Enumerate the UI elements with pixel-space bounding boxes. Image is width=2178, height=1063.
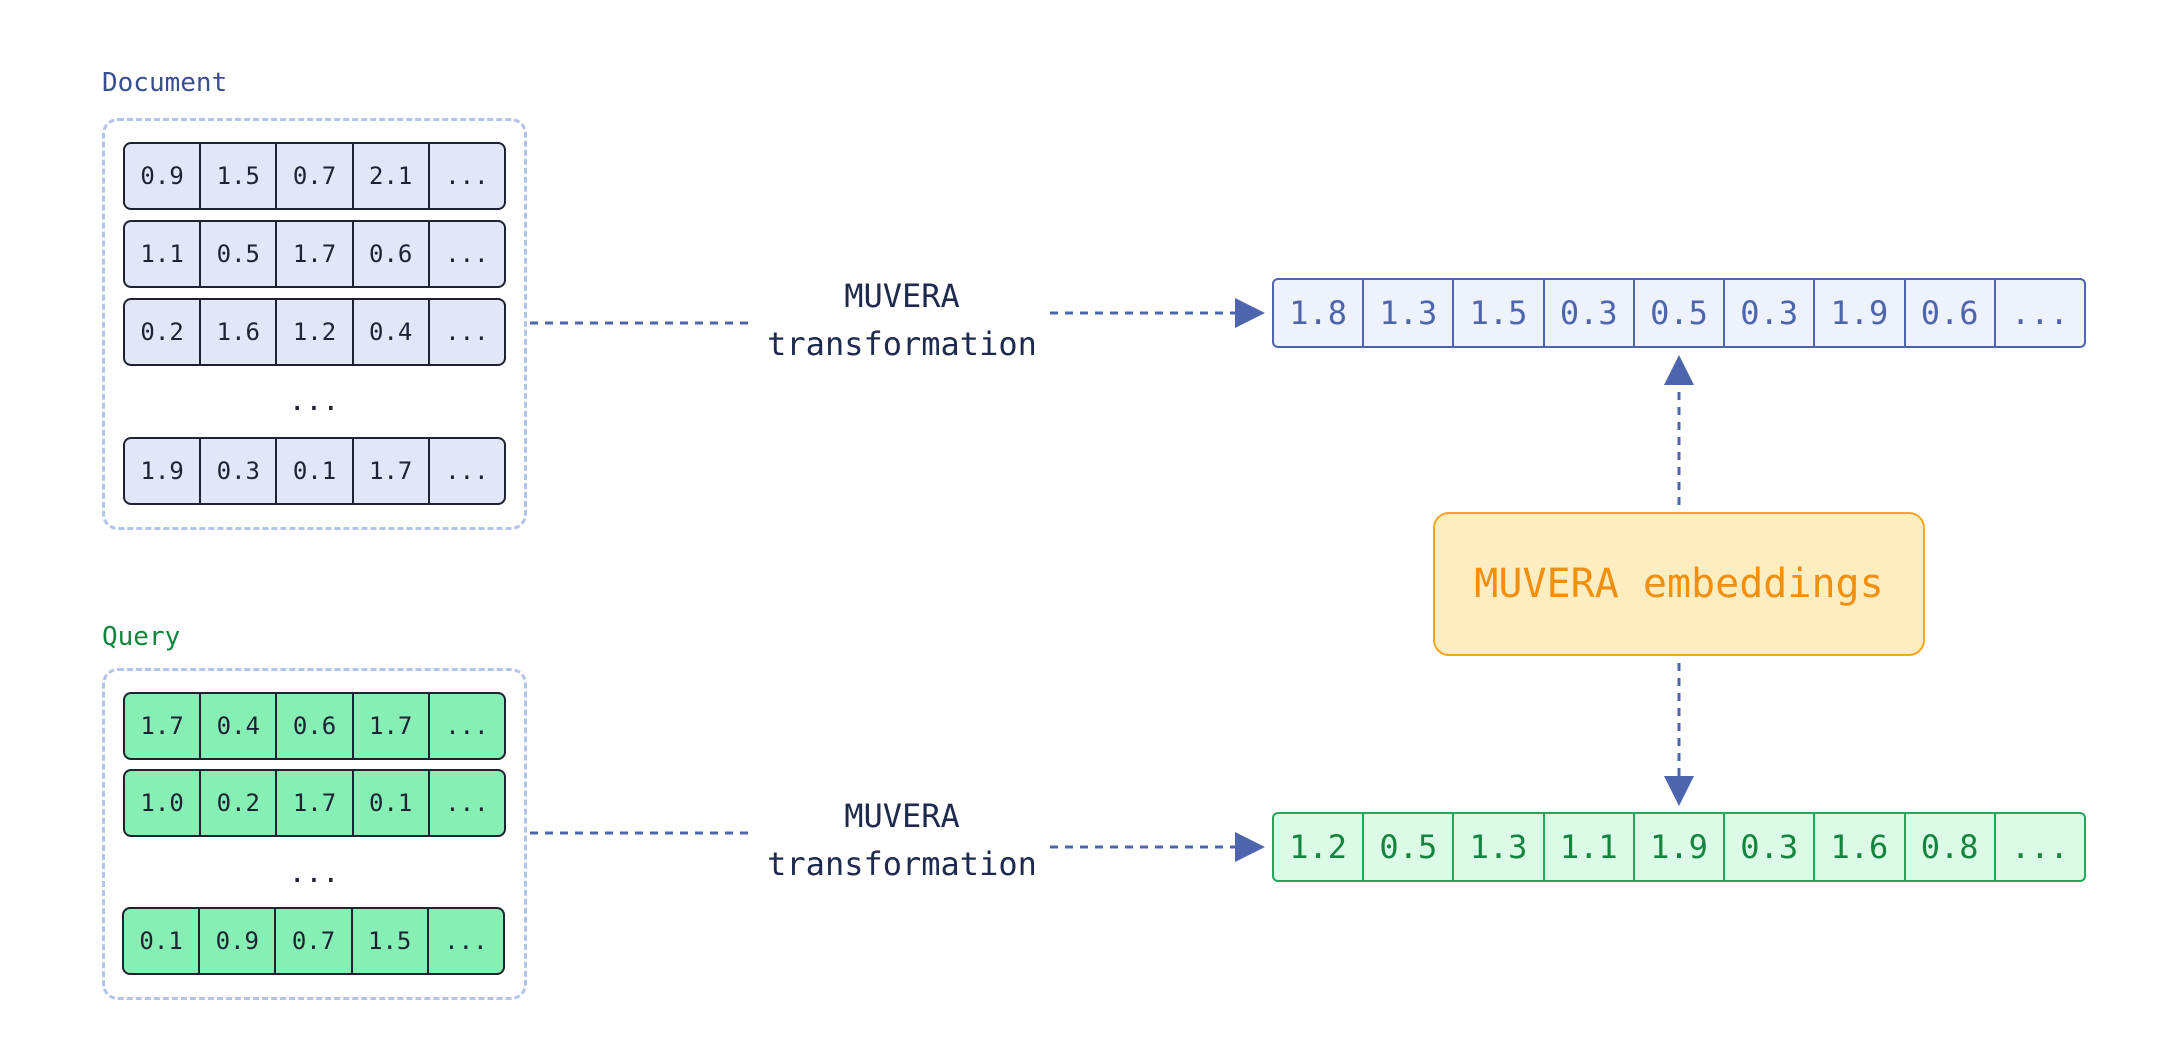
output-cell: 0.3 bbox=[1545, 280, 1635, 346]
vector-cell: 0.7 bbox=[276, 909, 353, 973]
output-cell: 1.3 bbox=[1454, 814, 1545, 880]
vector-cell: ... bbox=[444, 927, 488, 955]
document-vector-row: 0.9 1.5 0.7 2.1 ... bbox=[123, 142, 506, 210]
vector-cell: ... bbox=[445, 318, 489, 346]
vector-cell: 0.5 bbox=[201, 222, 278, 286]
vector-cell: 0.4 bbox=[354, 300, 430, 364]
query-muvera-vector: 1.2 0.5 1.3 1.1 1.9 0.3 1.6 0.8 ... bbox=[1272, 812, 2086, 882]
vector-cell: ... bbox=[445, 240, 489, 268]
query-vector-row: 1.0 0.2 1.7 0.1 ... bbox=[123, 769, 506, 837]
vector-cell: 1.0 bbox=[125, 771, 202, 835]
vector-cell: ... bbox=[445, 789, 489, 817]
vector-cell: 0.9 bbox=[200, 909, 277, 973]
transform-label-line1: MUVERA bbox=[844, 277, 960, 315]
vector-cell: 1.7 bbox=[354, 694, 430, 758]
vector-cell: 1.7 bbox=[354, 439, 430, 503]
muvera-embeddings-box: MUVERA embeddings bbox=[1433, 512, 1925, 656]
vector-cell: 0.2 bbox=[201, 771, 278, 835]
document-vector-row: 0.2 1.6 1.2 0.4 ... bbox=[123, 298, 506, 366]
vector-cell: 1.7 bbox=[277, 771, 354, 835]
vector-cell: 0.4 bbox=[201, 694, 278, 758]
document-vector-row: 1.9 0.3 0.1 1.7 ... bbox=[123, 437, 506, 505]
vector-cell: 1.1 bbox=[125, 222, 202, 286]
vector-cell: 0.3 bbox=[201, 439, 278, 503]
transform-label-line2: transformation bbox=[767, 845, 1037, 883]
vector-cell: 1.6 bbox=[201, 300, 278, 364]
output-cell: ... bbox=[2010, 294, 2069, 332]
vector-cell: 1.5 bbox=[353, 909, 429, 973]
output-cell: 0.6 bbox=[1906, 280, 1996, 346]
vector-cell: 0.1 bbox=[354, 771, 430, 835]
query-transform-label: MUVERA transformation bbox=[752, 792, 1052, 888]
output-cell: 1.1 bbox=[1545, 814, 1635, 880]
vector-cell: ... bbox=[445, 712, 489, 740]
output-cell: 0.3 bbox=[1725, 814, 1816, 880]
document-transform-label: MUVERA transformation bbox=[752, 272, 1052, 368]
query-rows-ellipsis: ... bbox=[288, 856, 340, 889]
transform-label-line2: transformation bbox=[767, 325, 1037, 363]
output-cell: 1.3 bbox=[1364, 280, 1455, 346]
vector-cell: 0.7 bbox=[277, 144, 354, 208]
vector-cell: 1.2 bbox=[277, 300, 354, 364]
vector-cell: ... bbox=[445, 162, 489, 190]
output-cell: 1.9 bbox=[1635, 814, 1726, 880]
vector-cell: 0.6 bbox=[354, 222, 430, 286]
vector-cell: 2.1 bbox=[354, 144, 430, 208]
document-title: Document bbox=[102, 68, 228, 98]
output-cell: 1.6 bbox=[1815, 814, 1906, 880]
output-cell: 0.8 bbox=[1906, 814, 1996, 880]
document-rows-ellipsis: ... bbox=[288, 384, 340, 417]
vector-cell: 0.2 bbox=[125, 300, 202, 364]
vector-cell: 0.9 bbox=[125, 144, 202, 208]
vector-cell: 1.7 bbox=[125, 694, 202, 758]
output-cell: 0.5 bbox=[1635, 280, 1726, 346]
query-vector-row: 0.1 0.9 0.7 1.5 ... bbox=[122, 907, 505, 975]
vector-cell: 1.9 bbox=[125, 439, 202, 503]
vector-cell: 1.5 bbox=[201, 144, 278, 208]
vector-cell: 0.1 bbox=[124, 909, 201, 973]
document-group bbox=[102, 118, 527, 530]
vector-cell: ... bbox=[445, 457, 489, 485]
output-cell: 1.8 bbox=[1274, 280, 1365, 346]
vector-cell: 1.7 bbox=[277, 222, 354, 286]
output-cell: 0.3 bbox=[1725, 280, 1816, 346]
output-cell: ... bbox=[2010, 828, 2069, 866]
transform-label-line1: MUVERA bbox=[844, 797, 960, 835]
output-cell: 1.9 bbox=[1815, 280, 1906, 346]
query-vector-row: 1.7 0.4 0.6 1.7 ... bbox=[123, 692, 506, 760]
output-cell: 1.5 bbox=[1454, 280, 1545, 346]
query-title: Query bbox=[102, 622, 181, 652]
vector-cell: 0.6 bbox=[277, 694, 354, 758]
vector-cell: 0.1 bbox=[277, 439, 354, 503]
output-cell: 1.2 bbox=[1274, 814, 1365, 880]
output-cell: 0.5 bbox=[1364, 814, 1455, 880]
document-vector-row: 1.1 0.5 1.7 0.6 ... bbox=[123, 220, 506, 288]
query-group bbox=[102, 668, 527, 1000]
document-muvera-vector: 1.8 1.3 1.5 0.3 0.5 0.3 1.9 0.6 ... bbox=[1272, 278, 2086, 348]
